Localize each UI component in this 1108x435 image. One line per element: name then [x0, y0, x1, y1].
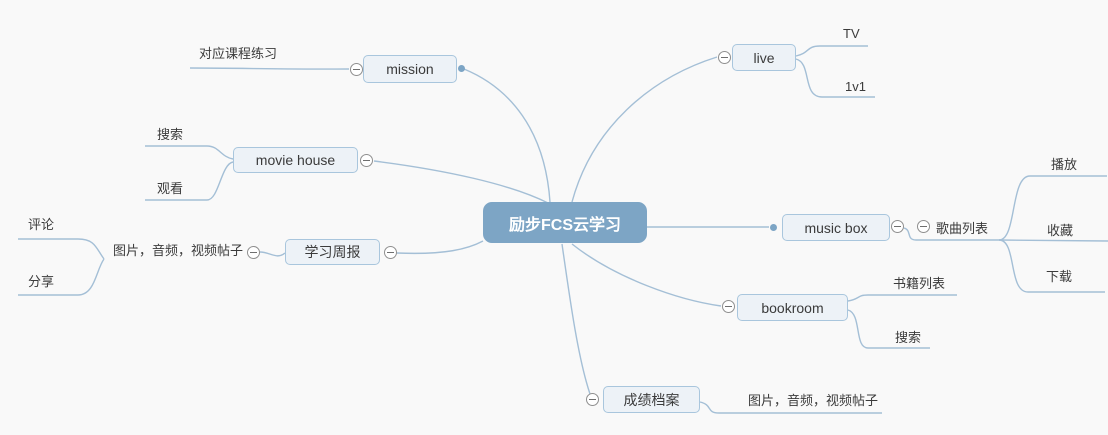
collapse-icon-song-list[interactable] — [917, 220, 930, 233]
leaf-song-favorite[interactable]: 收藏 — [1047, 223, 1074, 238]
connector-live-1v1 — [795, 58, 875, 98]
leaf-song-download[interactable]: 下载 — [1046, 269, 1073, 284]
collapse-icon-music-box[interactable] — [891, 220, 904, 233]
connector-posts-comment — [18, 238, 105, 260]
node-bookroom[interactable]: bookroom — [737, 294, 848, 321]
node-weekly-report[interactable]: 学习周报 — [285, 239, 380, 265]
leaf-book-list[interactable]: 书籍列表 — [893, 276, 946, 291]
collapse-icon-live[interactable] — [718, 51, 731, 64]
connector-song-play — [998, 175, 1107, 241]
node-mission[interactable]: mission — [363, 55, 457, 83]
connector-song-download — [998, 239, 1105, 293]
collapse-icon-bookroom[interactable] — [722, 300, 735, 313]
leaf-song-play[interactable]: 播放 — [1051, 157, 1078, 172]
connector-live-tv — [795, 45, 868, 57]
connector-root-mission — [463, 68, 551, 203]
connector-book-search — [847, 309, 930, 349]
node-live[interactable]: live — [732, 44, 796, 71]
leaf-song-list[interactable]: 歌曲列表 — [936, 221, 989, 236]
leaf-live-1v1[interactable]: 1v1 — [845, 79, 866, 94]
connector-musicbox-songlist — [903, 227, 999, 241]
connector-mission-practice — [189, 67, 350, 70]
leaf-book-search[interactable]: 搜索 — [895, 330, 922, 345]
connector-song-favorite — [998, 239, 1108, 242]
collapse-icon-weekly-report[interactable] — [384, 246, 397, 259]
collapse-icon-mission[interactable] — [350, 63, 363, 76]
leaf-grade-posts[interactable]: 图片，音频，视频帖子 — [748, 393, 879, 408]
leaf-weekly-posts[interactable]: 图片，音频，视频帖子 — [113, 243, 244, 258]
connector-movie-search — [145, 145, 234, 160]
connector-dot-music-box — [770, 224, 777, 231]
connector-posts-share — [18, 258, 105, 296]
connector-dot-mission — [458, 65, 465, 72]
connector-grades-posts — [699, 401, 882, 414]
connector-root-movie-house — [373, 160, 549, 204]
leaf-movie-watch[interactable]: 观看 — [157, 181, 184, 196]
leaf-mission-practice[interactable]: 对应课程练习 — [199, 46, 278, 61]
node-music-box[interactable]: music box — [782, 214, 890, 241]
collapse-icon-movie-house[interactable] — [360, 154, 373, 167]
connector-book-list — [847, 294, 957, 302]
node-grade-archive[interactable]: 成绩档案 — [603, 386, 700, 413]
connector-root-weekly — [396, 240, 484, 255]
connector-weekly-posts — [259, 251, 286, 257]
collapse-icon-grade-archive[interactable] — [586, 393, 599, 406]
connector-movie-watch — [145, 161, 234, 201]
collapse-icon-weekly-posts[interactable] — [247, 246, 260, 259]
connector-root-grades — [561, 243, 591, 395]
node-root[interactable]: 励步FCS云学习 — [483, 202, 647, 243]
leaf-weekly-share[interactable]: 分享 — [28, 274, 55, 289]
leaf-weekly-comment[interactable]: 评论 — [28, 217, 55, 232]
connector-root-bookroom — [571, 243, 722, 307]
connector-root-live — [571, 56, 718, 203]
node-movie-house[interactable]: movie house — [233, 147, 358, 173]
leaf-live-tv[interactable]: TV — [843, 26, 860, 41]
leaf-movie-search[interactable]: 搜索 — [157, 127, 184, 142]
